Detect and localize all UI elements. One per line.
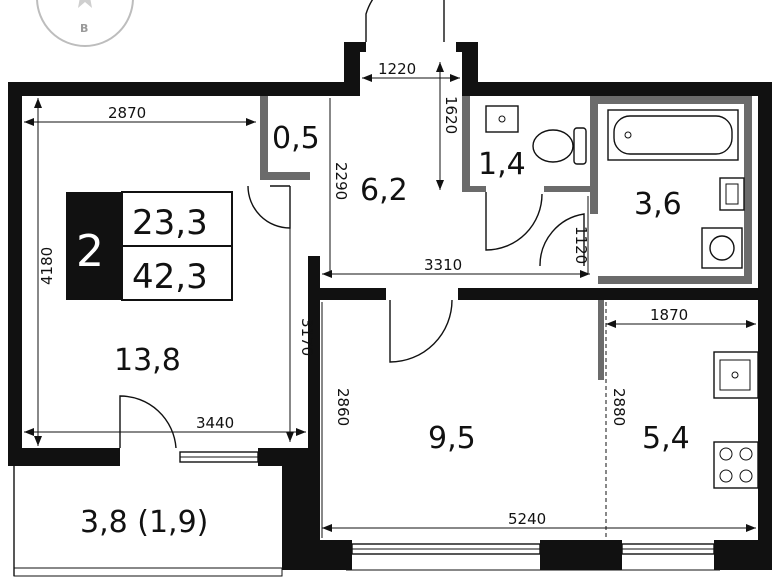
dim-bottom-width: 5240 [508,510,546,528]
room-area-closet: 0,5 [272,121,320,156]
dim-kitchen-width: 1870 [650,306,688,324]
dim-living-height: 4180 [38,247,56,285]
dim-hallway-width: 3310 [424,256,462,274]
room-area-living-room: 13,8 [114,343,181,378]
stove-icon [713,441,759,489]
dim-bath-door: 1120 [572,226,590,264]
kitchen-sink-icon [713,351,759,399]
room-area-balcony: 3,8 (1,9) [80,505,208,540]
room-area-kitchen: 5,4 [642,421,690,456]
interior-walls [260,96,758,448]
dim-bedroom-height: 2860 [334,388,352,426]
dim-living-inner-height: 3170 [298,318,316,356]
dim-entrance-depth: 1620 [442,96,460,134]
toilet-icon [532,127,587,165]
dim-entrance-width: 1220 [378,60,416,78]
dimension-lines [24,62,756,538]
dim-hallway-height: 2290 [332,162,350,200]
badge-living-area: 23,3 [132,203,208,243]
compass-label: В [80,22,88,35]
windows [13,451,720,577]
outer-walls [8,42,772,570]
fixtures [485,105,759,489]
room-area-bedroom: 9,5 [428,421,476,456]
badge-room-count: 2 [76,226,104,277]
room-area-hallway: 6,2 [360,173,408,208]
room-area-bathroom: 3,6 [634,187,682,222]
sink-icon [719,177,745,211]
dim-living-bottom-width: 3440 [196,414,234,432]
sink-icon [485,105,519,133]
dim-living-width: 2870 [108,104,146,122]
compass-icon: В [36,0,134,47]
dim-kitchen-height: 2880 [610,388,628,426]
badge-total-area: 42,3 [132,257,208,297]
washing-machine-icon [701,227,743,269]
apartment-badge: 2 23,3 42,3 [66,191,233,301]
doors [119,0,585,449]
bathtub-icon [607,109,739,161]
room-area-toilet: 1,4 [478,147,526,182]
